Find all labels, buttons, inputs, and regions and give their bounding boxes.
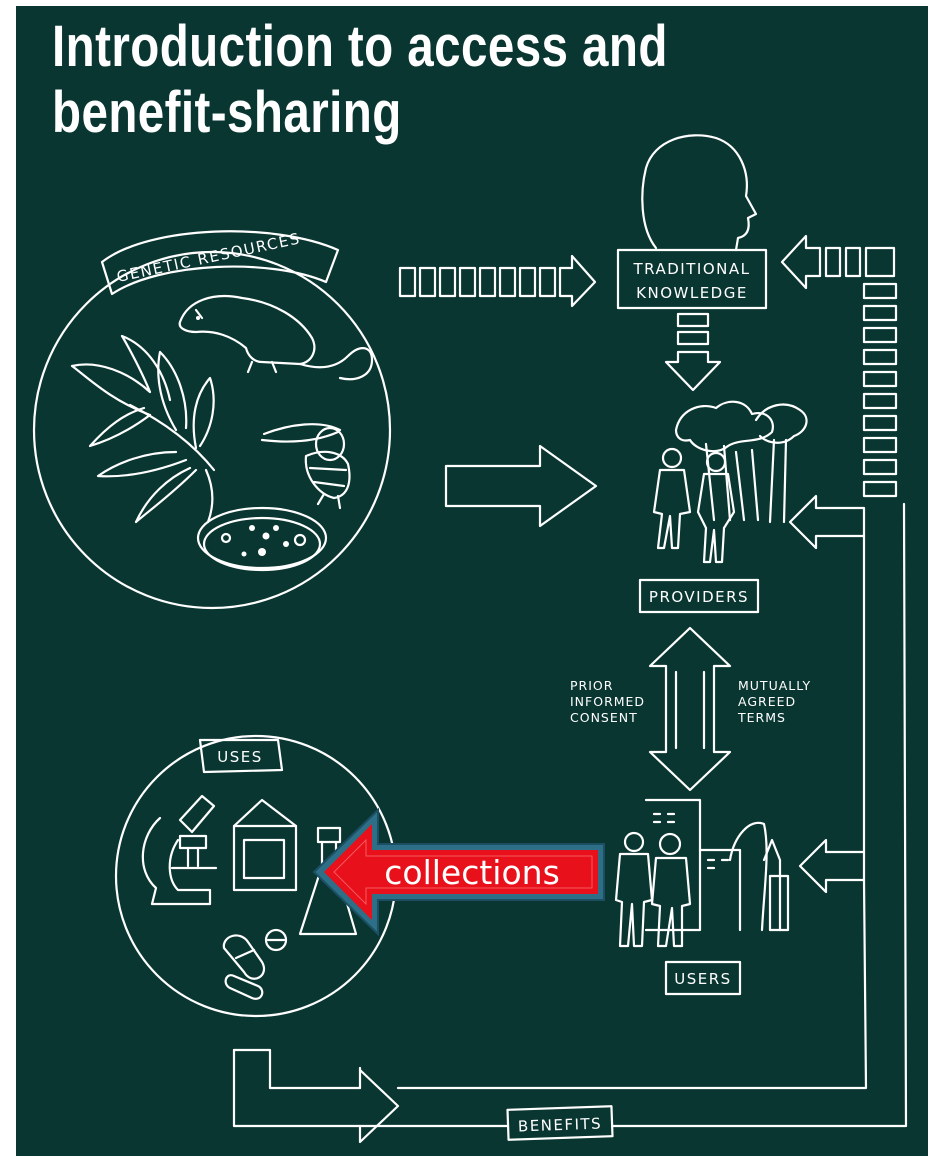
- rat-icon: [178, 294, 374, 381]
- carton-icon: [232, 798, 298, 892]
- return-arrow-to-users: [798, 838, 866, 894]
- benefits-loop-lines: [232, 502, 908, 1144]
- title-line-1: Introduction to access and: [52, 14, 668, 79]
- double-arrow-providers-users: [648, 626, 732, 792]
- bee-icon: [260, 423, 351, 510]
- leaf-icon: [70, 334, 216, 524]
- benefits-label: BENEFITS: [518, 1115, 603, 1136]
- uses-label: USES: [217, 748, 263, 766]
- traditional-knowledge-label-2: KNOWLEDGE: [636, 284, 748, 302]
- pic-line-2: INFORMED: [570, 694, 645, 709]
- genetic-resources-circle: [32, 250, 392, 610]
- microscope-icon: [141, 794, 218, 906]
- arrow-to-providers: [444, 444, 598, 528]
- benefits-box: BENEFITS: [506, 1105, 614, 1141]
- dashed-arrow-to-traditional-knowledge: [398, 254, 597, 308]
- mat-line-2: AGREED: [738, 694, 796, 709]
- trees-icon: [674, 400, 808, 524]
- mat-line-1: MUTUALLY: [738, 678, 811, 693]
- pic-line-3: CONSENT: [570, 710, 638, 725]
- providers-box: PROVIDERS: [638, 578, 760, 614]
- return-arrow-to-providers: [788, 494, 866, 550]
- genetic-resources-banner: GENETIC RESOURCES: [100, 229, 340, 296]
- pills-icon: [222, 928, 288, 1000]
- mat-line-3: TERMS: [737, 710, 786, 725]
- pic-line-1: PRIOR: [570, 678, 613, 693]
- title-line-2: benefit-sharing: [52, 80, 402, 145]
- mutually-agreed-terms-label: MUTUALLY AGREED TERMS: [737, 678, 811, 725]
- providers-label: PROVIDERS: [649, 588, 749, 606]
- prior-informed-consent-label: PRIOR INFORMED CONSENT: [570, 678, 645, 725]
- providers-people-icon: [652, 447, 736, 564]
- traditional-knowledge-label-1: TRADITIONAL: [633, 260, 751, 278]
- page-title: Introduction to access and benefit-shari…: [52, 14, 675, 146]
- city-icon: [644, 798, 790, 932]
- uses-banner: USES: [198, 738, 284, 774]
- users-label: USERS: [674, 970, 731, 988]
- dashed-arrow-to-providers: [664, 312, 722, 392]
- genetic-resources-label: GENETIC RESOURCES: [115, 229, 302, 286]
- collections-label: collections: [384, 853, 560, 892]
- users-people-icon: [614, 831, 692, 948]
- petri-dish-icon: [196, 506, 328, 572]
- users-box: USERS: [664, 960, 742, 996]
- dashed-return-arrow: [780, 234, 898, 498]
- traditional-knowledge-box: TRADITIONAL KNOWLEDGE: [616, 248, 768, 310]
- chalkboard-background: [16, 6, 928, 1156]
- head-icon: [641, 134, 758, 252]
- collections-callout-arrow: collections: [312, 807, 605, 937]
